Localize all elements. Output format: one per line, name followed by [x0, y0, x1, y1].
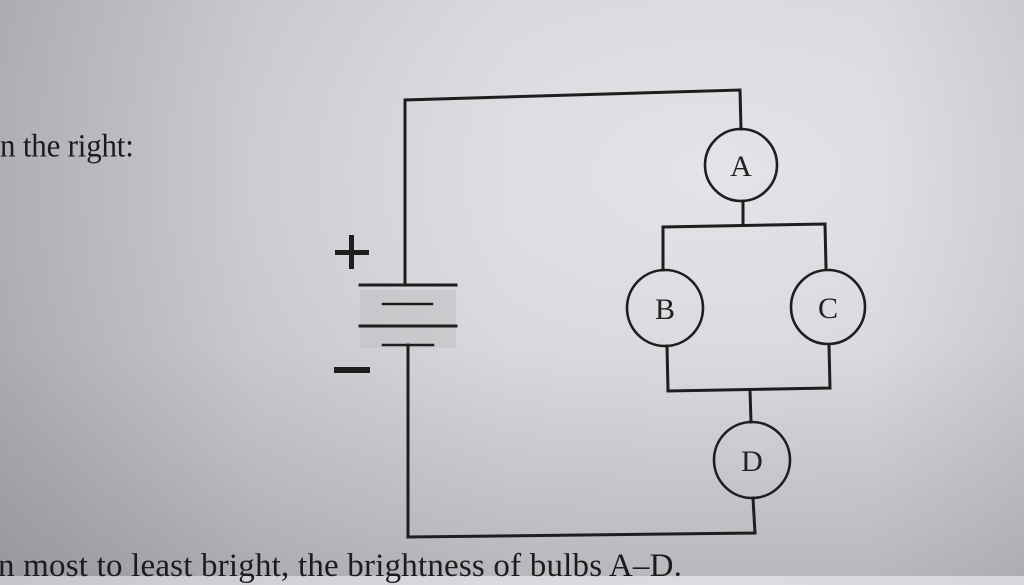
bulb-d-label: D [741, 445, 763, 478]
bulb-b-label: B [655, 293, 675, 326]
bulb-a-label: A [730, 150, 752, 183]
bulb-d-icon [712, 420, 792, 500]
wire-top [403, 88, 743, 287]
bulb-c-icon [789, 268, 867, 346]
question-text: n most to least bright, the brightness o… [0, 548, 683, 584]
wire-bottom [406, 343, 757, 539]
plus-sign-vertical [349, 235, 354, 269]
bulb-a-icon [703, 127, 779, 203]
bulb-b-icon [625, 268, 705, 348]
battery-icon [358, 283, 458, 347]
battery-shade [360, 290, 456, 348]
intro-text: n the right: [0, 127, 134, 164]
bulb-c-label: C [818, 292, 838, 325]
minus-sign [334, 367, 370, 373]
wire-lower-junction [665, 343, 832, 393]
wire-junction-d [748, 388, 753, 424]
wire-upper-junction [661, 222, 828, 272]
